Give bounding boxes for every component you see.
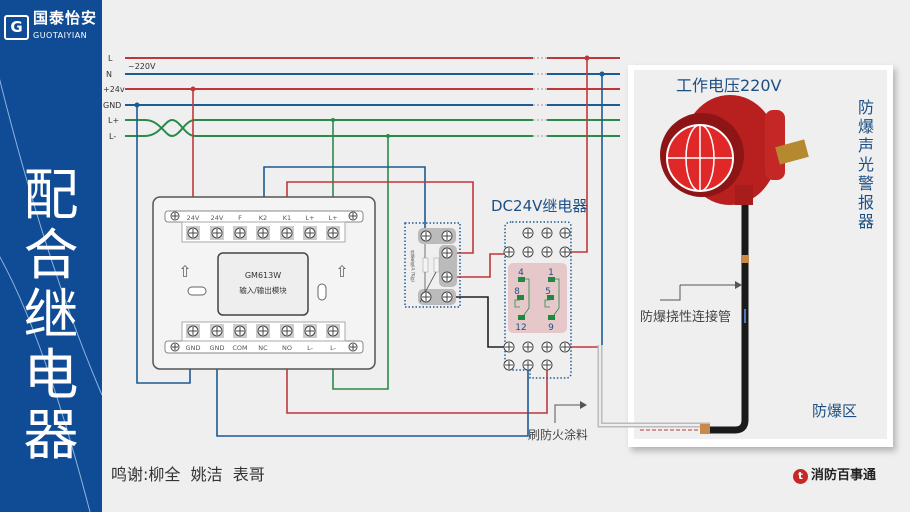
terminal-resistor-box: 终端电阻(4.7K欧) <box>404 222 461 308</box>
terminal-label: COM <box>232 344 247 352</box>
terminal-screw <box>522 227 534 239</box>
terminal-screw <box>559 246 571 258</box>
resistor-label: 终端电阻(4.7K欧) <box>411 249 416 283</box>
terminal-screw <box>522 359 534 371</box>
terminal-label: 24V <box>187 214 200 222</box>
terminal-label: L- <box>330 344 337 352</box>
terminal-label: L- <box>307 344 314 352</box>
terminal-screw <box>503 359 515 371</box>
terminal-screw <box>256 226 270 240</box>
terminal-screw <box>170 211 180 221</box>
decorative-arcs <box>0 78 102 512</box>
terminal-screw <box>541 227 553 239</box>
terminal-screw <box>186 226 200 240</box>
terminal-screw <box>522 341 534 353</box>
terminal-screw <box>420 230 432 242</box>
logo-text: 国泰怡安 <box>33 9 98 27</box>
terminal-screw <box>441 247 453 259</box>
terminal-screw <box>210 324 224 338</box>
terminal-screw <box>348 342 358 352</box>
terminal-label: 24V <box>211 214 224 222</box>
terminal-label: L+ <box>328 214 337 222</box>
relay-pin: 5 <box>545 287 551 297</box>
alarm-voltage-label: 工作电压220V <box>676 76 782 95</box>
credits-text: 鸣谢:柳全 姚洁 表哥 <box>111 465 265 484</box>
bus-label-lplus: L+ <box>108 116 119 125</box>
terminal-screw <box>210 226 224 240</box>
brand-name: 消防百事通 <box>811 468 877 483</box>
terminal-screws <box>170 211 358 352</box>
io-module-gm613w: GM613W 输入/输出模块 ⇧ ⇧ 24V 24V F K2 K1 L+ L+… <box>152 196 376 370</box>
bus-label-l: L <box>108 54 113 63</box>
terminal-screw <box>441 271 453 283</box>
bus-labels: L N +24v GND L+ L- ~220V <box>103 54 156 141</box>
logo-icon: G <box>4 15 29 40</box>
terminal-screw <box>303 226 317 240</box>
explosion-zone-label: 防爆区 <box>812 402 858 420</box>
voltage-note: ~220V <box>128 62 156 71</box>
terminal-screw <box>280 324 294 338</box>
terminal-screw <box>256 324 270 338</box>
terminal-screw <box>233 226 247 240</box>
sidebar-banner: G 国泰怡安 GUOTAIYIAN 配合继电器 <box>0 0 102 512</box>
relay-pin: 9 <box>548 323 554 333</box>
terminal-label: NO <box>282 344 292 352</box>
up-arrow-icon: ⇧ <box>178 262 191 281</box>
bus-label-gnd: GND <box>103 101 121 110</box>
bus-lines <box>125 52 620 142</box>
relay-pin: 8 <box>514 287 520 297</box>
terminal-screw <box>420 291 432 303</box>
bus-label-lminus: L- <box>109 132 116 141</box>
terminal-label: F <box>238 214 242 222</box>
fire-coating-label: 刷防火涂料 <box>528 428 589 442</box>
terminal-screw <box>503 341 515 353</box>
terminal-label: K2 <box>259 214 267 222</box>
terminal-screw <box>303 324 317 338</box>
terminal-screw <box>522 246 534 258</box>
logo-subtext: GUOTAIYIAN <box>33 31 88 40</box>
bus-line-lminus <box>125 118 620 137</box>
terminal-screw <box>280 226 294 240</box>
conduit <box>554 200 749 434</box>
brand-icon: t <box>793 468 808 484</box>
up-arrow-icon: ⇧ <box>335 262 348 281</box>
terminal-label: GND <box>186 344 201 352</box>
alarm-name-label: 防爆声光警报器 <box>858 98 875 231</box>
relay-pin: 4 <box>518 268 524 278</box>
terminal-screw <box>559 227 571 239</box>
terminal-label: GND <box>210 344 225 352</box>
terminal-screw <box>170 342 180 352</box>
terminal-screw <box>503 246 515 258</box>
terminal-screw <box>559 341 571 353</box>
terminal-screw <box>541 341 553 353</box>
bus-line-lplus <box>125 119 620 138</box>
relay-pin: 12 <box>515 323 526 333</box>
junction-dots <box>134 55 605 138</box>
conduit-label: 防爆挠性连接管 <box>640 310 732 325</box>
bus-label-24v: +24v <box>103 85 125 94</box>
dc24v-relay: 4 1 8 5 12 9 <box>503 221 572 379</box>
relay-title: DC24V继电器 <box>491 197 588 215</box>
bus-label-n: N <box>106 70 112 79</box>
relay-pin: 1 <box>548 268 554 278</box>
terminal-label: L+ <box>305 214 314 222</box>
terminal-screw <box>541 246 553 258</box>
terminal-screw <box>186 324 200 338</box>
terminal-screw <box>441 230 453 242</box>
page-title: 配合继电器 <box>23 163 79 467</box>
terminal-screw <box>326 226 340 240</box>
terminal-screw <box>348 211 358 221</box>
terminal-screw <box>326 324 340 338</box>
terminal-screw <box>233 324 247 338</box>
explosion-proof-siren <box>660 95 809 205</box>
module-name: 输入/输出模块 <box>239 285 287 295</box>
terminal-screw <box>441 291 453 303</box>
terminal-label: K1 <box>283 214 291 222</box>
module-model: GM613W <box>245 271 281 280</box>
terminal-label: NC <box>258 344 268 352</box>
terminal-screw <box>541 359 553 371</box>
